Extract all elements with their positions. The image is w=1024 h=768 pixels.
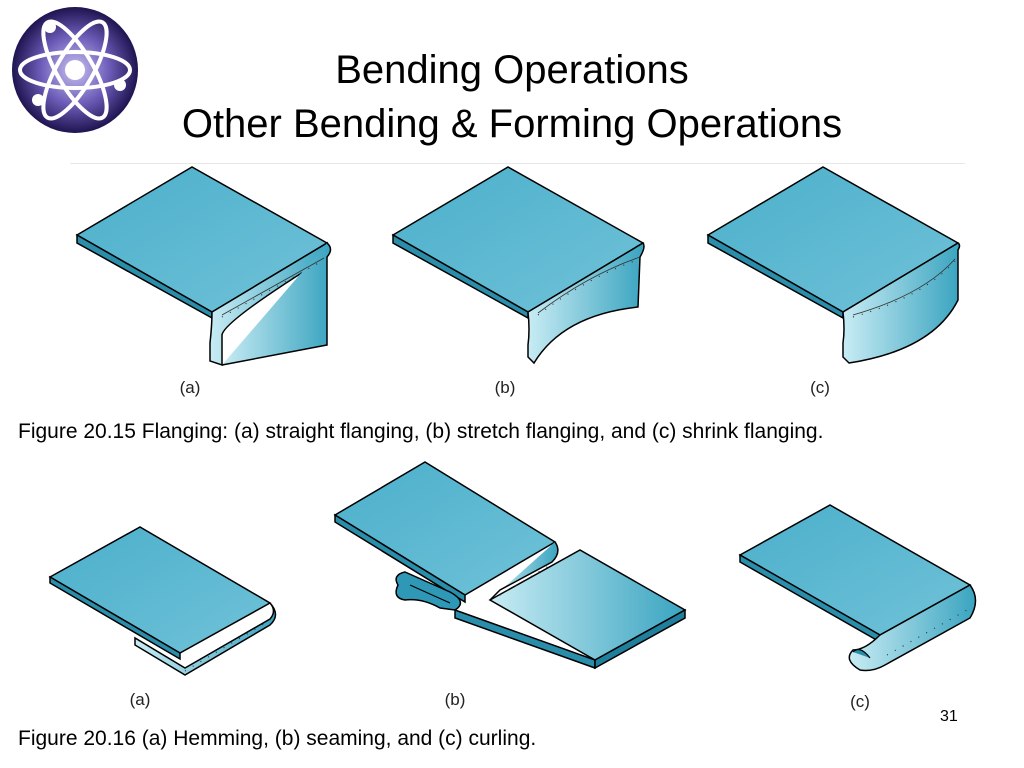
figure-stretch-flanging [391,166,645,365]
figure-shrink-flanging [706,166,961,364]
figure-20-16-caption: Figure 20.16 (a) Hemming, (b) seaming, a… [18,727,537,750]
figure-curling [738,504,977,672]
page-number: 31 [940,708,958,725]
fig16-label-c: (c) [850,692,870,711]
fig16-label-b: (b) [444,690,466,709]
figure-20-15-caption: Figure 20.15 Flanging: (a) straight flan… [18,420,824,443]
figure-straight-flanging [75,166,332,367]
fig15-label-c: (c) [810,378,830,397]
fig15-label-a: (a) [179,378,201,397]
slide-title: Bending Operations [335,48,689,92]
fig16-label-a: (a) [129,690,151,709]
atom-logo [10,5,140,135]
title-divider [70,163,965,164]
atom-icon [12,7,138,133]
fig15-label-b: (b) [494,378,516,397]
figure-hemming [48,526,277,676]
figure-seaming [333,461,687,670]
slide-subtitle: Other Bending & Forming Operations [181,102,843,146]
